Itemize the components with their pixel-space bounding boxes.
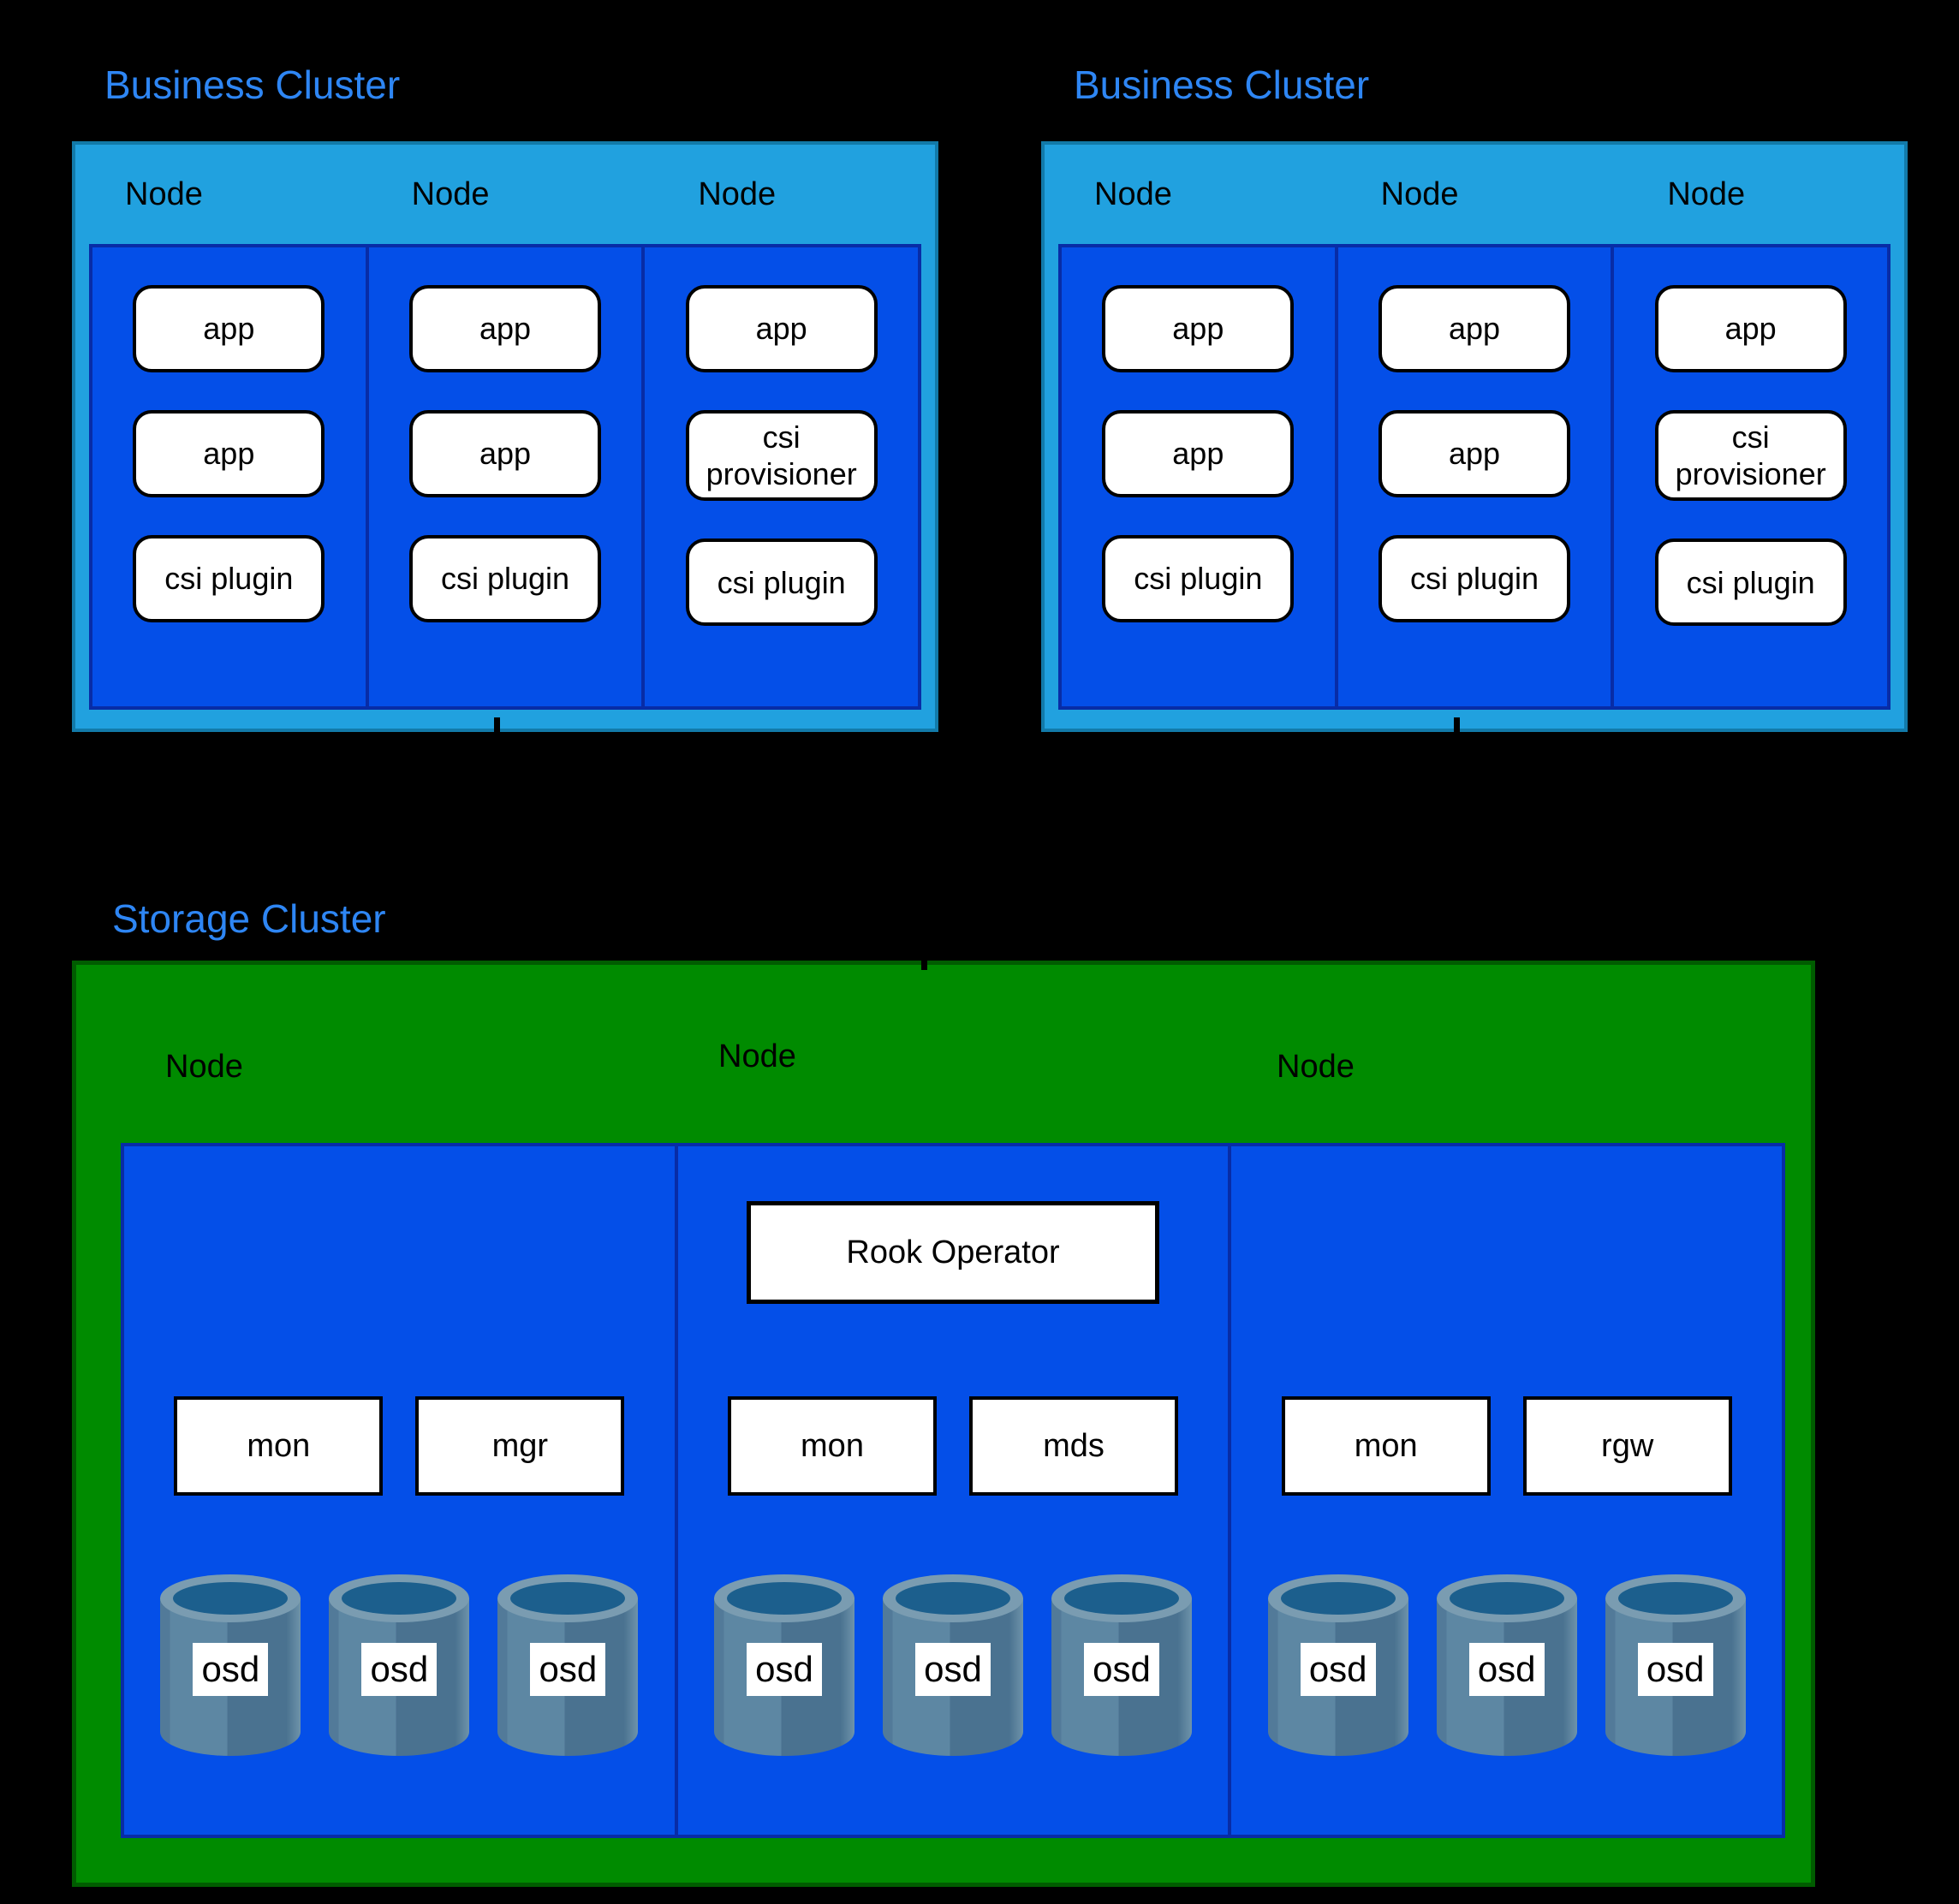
osd-cylinder: osd <box>1605 1574 1746 1756</box>
osd-cylinder: osd <box>160 1574 301 1756</box>
pod-app: app <box>409 285 601 372</box>
cylinder-opening-shape <box>1449 1582 1564 1615</box>
business-cluster-1-title: Business Cluster <box>104 62 401 107</box>
osd-cylinder: osd <box>1051 1574 1192 1756</box>
cylinder-opening-shape <box>510 1582 626 1615</box>
storage-cluster-panel: mon mgr osd osd <box>121 1143 1785 1838</box>
osd-label: osd <box>530 1643 606 1696</box>
node-column: app app csi plugin <box>1338 247 1615 706</box>
business-cluster-1: Node Node Node app app csi plugin app ap… <box>72 141 938 732</box>
pod-app: app <box>1378 410 1570 497</box>
connector-dash <box>921 951 927 970</box>
node-label: Node <box>698 176 777 212</box>
osd-label: osd <box>361 1643 438 1696</box>
cylinder-opening-shape <box>342 1582 457 1615</box>
pod-app: app <box>133 285 325 372</box>
node-label: Node <box>1380 176 1459 212</box>
osd-label: osd <box>747 1643 822 1696</box>
storage-node-column-2: Rook Operator mon mds osd <box>678 1146 1232 1835</box>
storage-node-column-3: mon rgw osd osd <box>1231 1146 1782 1835</box>
service-row: mon mds <box>678 1396 1229 1496</box>
pod-csi-plugin: csi plugin <box>1102 535 1295 622</box>
osd-cylinder: osd <box>714 1574 854 1756</box>
node-column: app app csi plugin <box>369 247 646 706</box>
business-cluster-1-panel: app app csi plugin app app csi plugin ap… <box>89 244 921 710</box>
node-label: Node <box>1277 1049 1355 1085</box>
osd-label: osd <box>1084 1643 1159 1696</box>
pod-csi-provisioner: csi provisioner <box>685 410 878 502</box>
node-label: Node <box>125 176 203 212</box>
osd-row: osd osd osd <box>678 1574 1229 1756</box>
node-label: Node <box>1094 176 1172 212</box>
node-column: app csi provisioner csi plugin <box>1614 247 1887 706</box>
service-mgr: mgr <box>415 1396 625 1496</box>
cylinder-opening-shape <box>896 1582 1010 1615</box>
cylinder-opening-shape <box>727 1582 842 1615</box>
pod-csi-plugin: csi plugin <box>409 535 601 622</box>
service-mds: mds <box>969 1396 1178 1496</box>
business-cluster-2: Node Node Node app app csi plugin app ap… <box>1041 141 1908 732</box>
cylinder-opening-shape <box>1617 1582 1733 1615</box>
osd-label: osd <box>1637 1643 1713 1696</box>
pod-csi-plugin: csi plugin <box>1378 535 1570 622</box>
node-label: Node <box>718 1038 796 1074</box>
business-cluster-2-title: Business Cluster <box>1074 62 1370 107</box>
osd-cylinder: osd <box>1267 1574 1408 1756</box>
service-row: mon mgr <box>124 1396 675 1496</box>
pod-csi-plugin: csi plugin <box>133 535 325 622</box>
node-column: app app csi plugin <box>1062 247 1338 706</box>
cylinder-opening-shape <box>173 1582 289 1615</box>
pod-app: app <box>133 410 325 497</box>
cylinder-opening-shape <box>1064 1582 1179 1615</box>
osd-label: osd <box>193 1643 269 1696</box>
service-rgw: rgw <box>1522 1396 1732 1496</box>
connector-dash <box>494 717 500 736</box>
pod-app: app <box>1102 410 1295 497</box>
storage-node-column-1: mon mgr osd osd <box>124 1146 678 1835</box>
osd-label: osd <box>1300 1643 1376 1696</box>
business-cluster-2-node-headers: Node Node Node <box>1045 145 1904 244</box>
storage-cluster: Node Node Node mon mgr osd <box>72 961 1815 1887</box>
pod-csi-plugin: csi plugin <box>1654 538 1847 627</box>
service-row: mon rgw <box>1231 1396 1782 1496</box>
osd-cylinder: osd <box>329 1574 470 1756</box>
osd-row: osd osd osd <box>1231 1574 1782 1756</box>
pod-csi-provisioner: csi provisioner <box>1654 410 1847 502</box>
rook-operator-box: Rook Operator <box>747 1201 1159 1304</box>
node-column: app csi provisioner csi plugin <box>645 247 918 706</box>
business-cluster-1-node-headers: Node Node Node <box>75 145 935 244</box>
node-label: Node <box>1667 176 1746 212</box>
business-cluster-2-panel: app app csi plugin app app csi plugin ap… <box>1058 244 1891 710</box>
node-column: app app csi plugin <box>92 247 369 706</box>
service-mon: mon <box>174 1396 384 1496</box>
pod-app: app <box>409 410 601 497</box>
connector-dash <box>1454 717 1460 736</box>
osd-row: osd osd osd <box>124 1574 675 1756</box>
service-mon: mon <box>1281 1396 1491 1496</box>
storage-cluster-title: Storage Cluster <box>112 896 386 941</box>
pod-app: app <box>685 285 878 372</box>
osd-label: osd <box>1468 1643 1545 1696</box>
pod-app: app <box>1378 285 1570 372</box>
service-mon: mon <box>728 1396 937 1496</box>
osd-label: osd <box>915 1643 991 1696</box>
osd-cylinder: osd <box>1436 1574 1577 1756</box>
node-label: Node <box>411 176 490 212</box>
pod-app: app <box>1102 285 1295 372</box>
node-label: Node <box>165 1049 243 1085</box>
cylinder-opening-shape <box>1280 1582 1396 1615</box>
osd-cylinder: osd <box>497 1574 639 1756</box>
osd-cylinder: osd <box>883 1574 1023 1756</box>
pod-app: app <box>1654 285 1847 372</box>
pod-csi-plugin: csi plugin <box>685 538 878 627</box>
